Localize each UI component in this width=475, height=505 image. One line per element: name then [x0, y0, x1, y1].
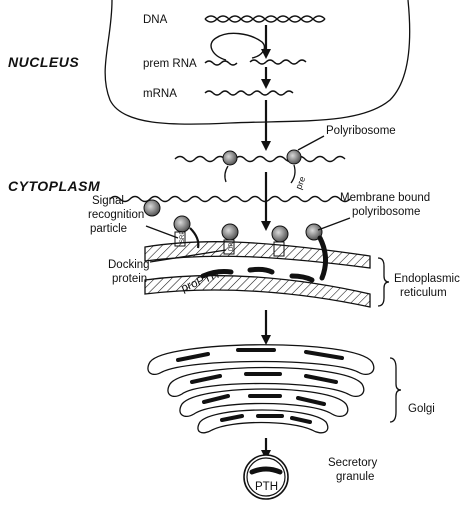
cytoplasm-label: CYTOPLASM [8, 178, 100, 194]
er-label-line-1: Endoplasmic [394, 273, 460, 285]
dna-label: DNA [143, 14, 168, 26]
srp-label-line-2: recognition [88, 209, 144, 221]
golgi-apparatus [147, 344, 375, 434]
granule-label-line-1: Secretory [328, 457, 377, 469]
pre-mrna-strand [204, 59, 307, 66]
propth-molecule-2 [247, 266, 275, 275]
propth-molecule-3 [289, 273, 315, 283]
polyribosome-pointer [297, 135, 325, 151]
er-membrane-upper [144, 241, 371, 269]
er-brace [377, 257, 390, 307]
srp-label-line-1: Signal [92, 195, 124, 207]
pth-label: PTH [255, 481, 278, 493]
er-membrane-lower [144, 274, 371, 308]
nucleus-label: NUCLEUS [8, 54, 79, 70]
srp-pointer [145, 225, 179, 239]
docking-label-line-1: Docking [108, 259, 150, 271]
free-ribosome-2 [286, 149, 302, 184]
polyribosome-label: Polyribosome [326, 125, 396, 137]
mrna-label: mRNA [143, 88, 177, 100]
srp-label-line-3: particle [90, 223, 127, 235]
docking-pointer [149, 249, 227, 263]
golgi-label: Golgi [408, 403, 435, 415]
docking-label-line-2: protein [112, 273, 147, 285]
golgi-brace [389, 357, 402, 423]
secretory-granule [243, 454, 289, 500]
membrane-polyribosome-strand [109, 195, 351, 203]
srp-tag: SRP [180, 231, 186, 243]
prem-rna-label: prem RNA [143, 58, 197, 70]
er-ribosome-4 [305, 223, 323, 241]
pre-label: pre [293, 175, 307, 191]
dna-helix [204, 15, 326, 23]
propth-label: proPTH [180, 269, 221, 295]
membrane-bound-label-line-2: polyribosome [352, 206, 420, 218]
er-label-line-2: reticulum [400, 287, 447, 299]
er-ribosome-3 [271, 225, 289, 243]
membrane-bound-pointer [317, 217, 351, 231]
intron-loop [210, 32, 266, 61]
mrna-strand [204, 90, 294, 96]
er-ribosome-1 [173, 215, 191, 233]
granule-label-line-2: granule [336, 471, 374, 483]
er-ribosome-2 [221, 223, 239, 241]
free-ribosome-1 [222, 150, 238, 183]
nuclear-envelope [104, 0, 411, 125]
propth-molecule-1 [200, 269, 234, 279]
membrane-bound-label-line-1: Membrane bound [340, 192, 430, 204]
srp-ribosome [143, 199, 161, 217]
free-polyribosome-strand [174, 155, 346, 163]
